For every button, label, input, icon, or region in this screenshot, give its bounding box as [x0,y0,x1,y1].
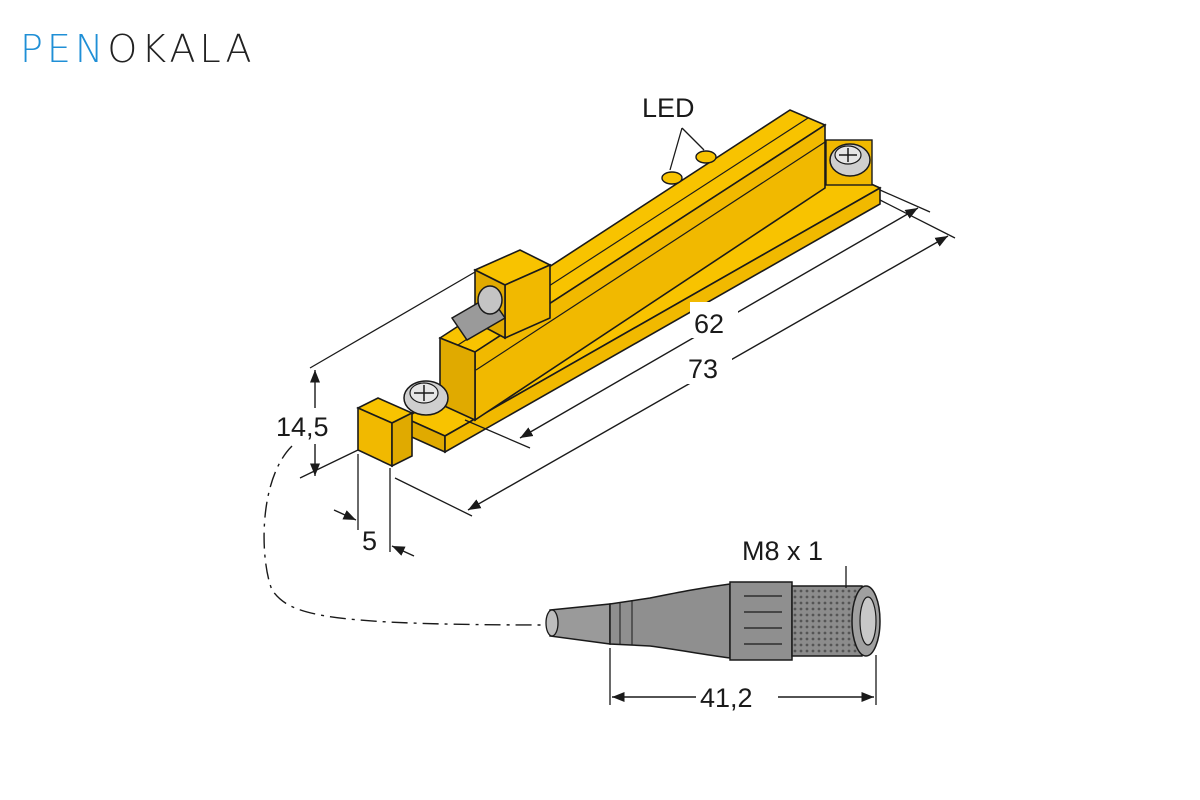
dimension-14-5: 14,5 [272,370,348,476]
sensor-housing [356,109,882,468]
brand-logo: PENOKALA [20,24,256,74]
brand-wordmark: PENOKALA [20,24,256,74]
screw-right [825,139,873,186]
cable-jacket [549,603,611,645]
dim-73-label: 73 [688,354,718,384]
m8-connector [545,581,881,661]
led-2 [695,150,717,164]
dimension-41-2: 41,2 [609,648,877,714]
connector-boot [609,583,731,659]
led-label: LED [642,93,695,123]
dim-62-label: 62 [694,309,724,339]
led-1 [661,171,683,185]
brand-wordmark-accent: PEN [20,27,108,71]
dimension-73: 73 [394,199,956,517]
dim-14-5-label: 14,5 [276,412,329,442]
dim-41-2-label: 41,2 [700,683,753,713]
front-clamp-side [391,411,413,468]
cable-path [263,445,551,626]
thread-label: M8 x 1 [742,536,823,566]
connector-grip [729,581,793,661]
screw-left [403,380,449,416]
dimension-5: 5 [333,454,415,557]
dim-5-label: 5 [362,526,377,556]
brand-wordmark-rest: OKALA [107,27,256,71]
